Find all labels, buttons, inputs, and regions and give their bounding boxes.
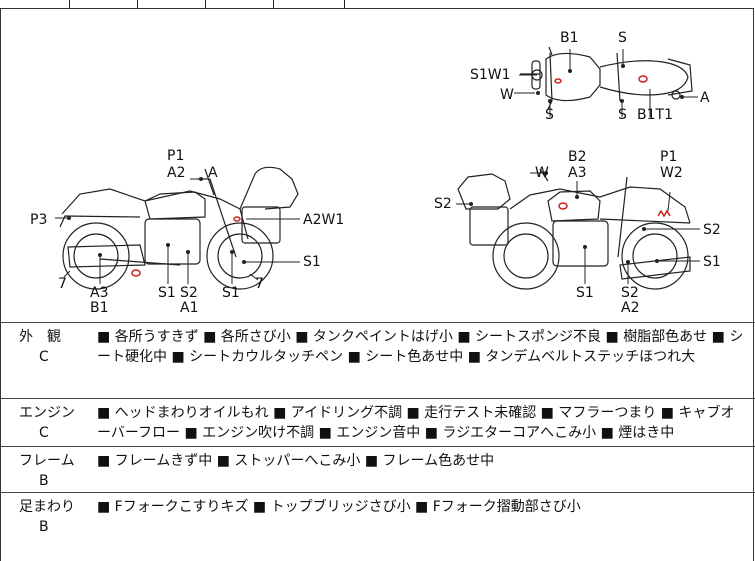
top-view-drawing: [520, 46, 693, 110]
left-view-label: S1: [158, 285, 176, 301]
strip-cell: [70, 0, 138, 8]
category-grade: B: [39, 519, 49, 535]
top-view-label: S: [618, 107, 627, 123]
condition-row-exterior: 外 観 C ■ 各所うすきず ■ 各所さび小 ■ タンクペイントはげ小 ■ シー…: [0, 322, 755, 398]
left-view-label: A3: [90, 285, 109, 301]
top-view-label: S: [618, 30, 627, 46]
left-view-label: P3: [30, 212, 48, 228]
category-grade: B: [39, 473, 49, 489]
left-view-label: S2: [180, 285, 198, 301]
left-view-label: S1: [303, 254, 321, 270]
condition-row-engine: エンジン C ■ ヘッドまわりオイルもれ ■ アイドリング不調 ■ 走行テスト未…: [0, 398, 755, 446]
category-name: 足まわり: [19, 499, 75, 515]
category-name: フレーム: [19, 453, 75, 469]
top-view-label: B1T1: [637, 107, 673, 123]
left-view-label: B1: [90, 300, 109, 316]
category-cell: エンジン C: [19, 403, 89, 443]
condition-items: ■ 各所うすきず ■ 各所さび小 ■ タンクペイントはげ小 ■ シートスポンジ不…: [97, 329, 744, 365]
category-cell: 足まわり B: [19, 497, 89, 537]
strip-cell: [206, 0, 274, 8]
condition-items: ■ フレームきず中 ■ ストッパーへこみ小 ■ フレーム色あせ中: [97, 453, 495, 469]
left-view-label: A1: [180, 300, 199, 316]
marker-dots: [67, 64, 684, 264]
left-view-label: P1: [167, 148, 185, 164]
right-view-label: S1: [703, 254, 721, 270]
category-name: エンジン: [19, 405, 75, 421]
right-side-drawing: [457, 168, 691, 290]
condition-row-frame: フレーム B ■ フレームきず中 ■ ストッパーへこみ小 ■ フレーム色あせ中: [0, 446, 755, 492]
right-view-label: W: [535, 165, 549, 181]
motorcycle-drawings: [55, 46, 700, 290]
category-cell: フレーム B: [19, 451, 89, 491]
top-table-strip: [0, 0, 755, 8]
top-view-label: S1W1: [470, 67, 511, 83]
right-view-label: P1: [660, 149, 678, 165]
top-view-label: B1: [560, 30, 579, 46]
right-view-label: S2: [703, 222, 721, 238]
leader-lines: [55, 49, 700, 284]
category-cell: 外 観 C: [19, 327, 89, 367]
strip-cell: [274, 0, 345, 8]
left-view-label: A2: [167, 165, 186, 181]
left-view-label: A2W1: [303, 212, 345, 228]
top-view-label: S: [545, 107, 554, 123]
category-grade: C: [39, 425, 49, 441]
condition-items: ■ ヘッドまわりオイルもれ ■ アイドリング不調 ■ 走行テスト未確認 ■ マフ…: [97, 405, 735, 441]
right-view-label: S2: [621, 285, 639, 301]
strip-cell: [138, 0, 206, 8]
right-view-label: S2: [434, 196, 452, 212]
right-view-label: W2: [660, 165, 683, 181]
condition-items: ■ Fフォークこすりキズ ■ トップブリッジさび小 ■ Fフォーク摺動部さび小: [97, 499, 581, 515]
right-view-label: S1: [576, 285, 594, 301]
condition-row-suspension: 足まわり B ■ Fフォークこすりキズ ■ トップブリッジさび小 ■ Fフォーク…: [0, 492, 755, 561]
condition-sheet: [0, 8, 754, 561]
damage-marks: [131, 75, 671, 277]
right-view-label: B2: [568, 149, 587, 165]
right-view-label: A3: [568, 165, 587, 181]
strip-cell: [0, 0, 70, 8]
left-view-label: 7: [255, 276, 264, 292]
left-view-label: A: [208, 165, 218, 181]
category-grade: C: [39, 349, 49, 365]
top-view-label: A: [700, 90, 710, 106]
left-view-label: S1: [222, 285, 240, 301]
right-view-label: A2: [621, 300, 640, 316]
left-side-drawing: [59, 166, 299, 290]
top-view-label: W: [500, 87, 514, 103]
damage-diagram: B1 S S1W1 W S S B1T1 A P1 A2 A P3 A2W1 S…: [0, 9, 755, 322]
category-name: 外 観: [19, 329, 61, 345]
left-view-label: 7: [58, 276, 67, 292]
